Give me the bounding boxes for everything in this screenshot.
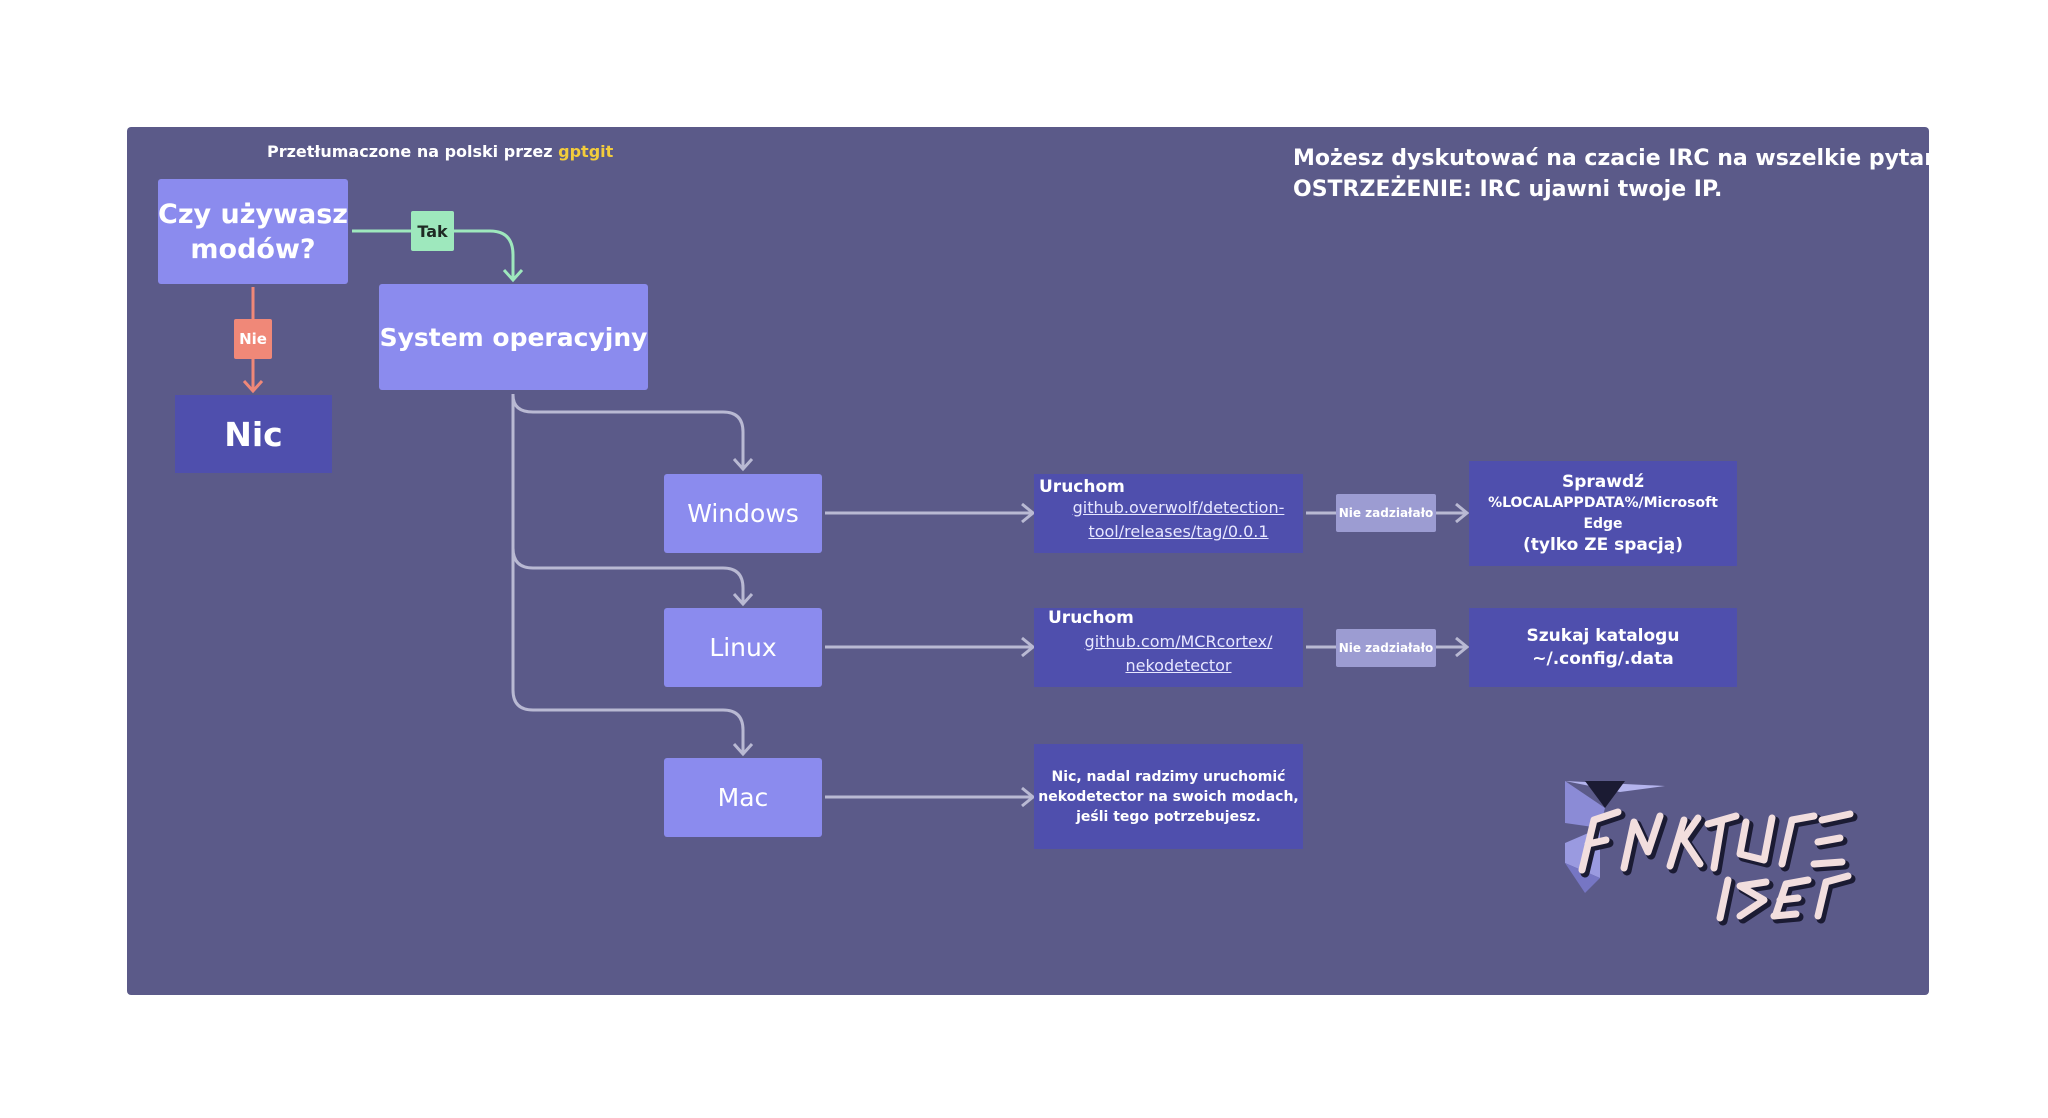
irc-notice-line1: Możesz dyskutować na czacie IRC na wszel… xyxy=(1293,146,1963,171)
os-option-mac: Mac xyxy=(664,758,822,837)
irc-notice: Możesz dyskutować na czacie IRC na wszel… xyxy=(1293,143,1962,205)
windows-link-line1[interactable]: github.overwolf/detection- xyxy=(1072,497,1285,517)
mac-note-line1: Nic, nadal radzimy uruchomić xyxy=(1051,768,1286,785)
question-line1: Czy używasz xyxy=(158,198,349,230)
os-option-linux: Linux xyxy=(664,608,822,687)
linux-run-node: github.com/MCRcortex/ nekodetector xyxy=(1034,608,1303,687)
linux-link[interactable]: github.com/MCRcortex/ nekodetector xyxy=(1085,630,1273,678)
windows-link[interactable]: github.overwolf/detection- tool/releases… xyxy=(1073,496,1285,544)
windows-run-title: Uruchom xyxy=(1039,477,1125,497)
question-node: Czy używasz modów? xyxy=(158,179,348,284)
linux-link-line2[interactable]: nekodetector xyxy=(1125,655,1232,675)
translator-link[interactable]: gptgit xyxy=(558,142,614,161)
linux-fallback-node: Szukaj katalogu ~/.config/.data xyxy=(1469,608,1737,687)
windows-link-line2[interactable]: tool/releases/tag/0.0.1 xyxy=(1088,521,1269,541)
question-line2: modów? xyxy=(190,233,316,265)
linux-run-title: Uruchom xyxy=(1048,608,1134,628)
windows-fallback-node: Sprawdź %LOCALAPPDATA%/Microsoft Edge (t… xyxy=(1469,461,1737,566)
linux-link-line1[interactable]: github.com/MCRcortex/ xyxy=(1084,631,1273,651)
windows-fallback-line3: (tylko ZE spacją) xyxy=(1522,534,1683,555)
mac-note-line2: nekodetector na swoich modach, xyxy=(1038,788,1299,805)
linux-fail-label: Nie zadziałało xyxy=(1336,629,1436,667)
irc-warning-line: OSTRZEŻENIE: IRC ujawni twoje IP. xyxy=(1293,177,1723,202)
windows-fallback-path: %LOCALAPPDATA%/Microsoft Edge xyxy=(1488,494,1718,532)
yes-label: Tak xyxy=(411,211,454,251)
mac-note-line3: jeśli tego potrzebujesz. xyxy=(1076,808,1261,825)
os-node: System operacyjny xyxy=(379,284,648,390)
windows-fallback-line1: Sprawdź xyxy=(1561,471,1645,492)
windows-fail-label: Nie zadziałało xyxy=(1336,494,1436,532)
linux-fallback-path: ~/.config/.data xyxy=(1532,648,1674,669)
linux-fallback-line1: Szukaj katalogu xyxy=(1526,625,1680,646)
translation-text: Przetłumaczone na polski przez xyxy=(267,142,553,161)
translation-note: Przetłumaczone na polski przez gptgit xyxy=(267,142,613,161)
os-option-windows: Windows xyxy=(664,474,822,553)
windows-run-node: github.overwolf/detection- tool/releases… xyxy=(1034,474,1303,553)
mac-note-node: Nic, nadal radzimy uruchomić nekodetecto… xyxy=(1034,744,1303,849)
no-label: Nie xyxy=(234,319,272,359)
fracture-iser-logo xyxy=(1565,781,1858,926)
no-result-node: Nic xyxy=(175,395,332,473)
